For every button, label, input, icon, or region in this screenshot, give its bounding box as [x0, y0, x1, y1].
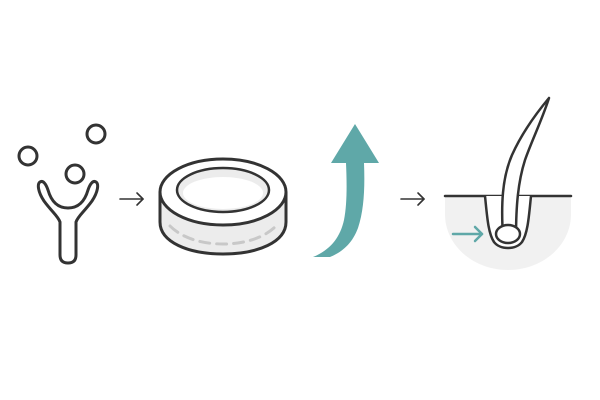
disc-inner-face: [183, 177, 263, 209]
molecule-circle: [17, 145, 39, 167]
hair-bulb: [494, 223, 522, 245]
receptor-binding-icon: [17, 123, 107, 265]
hair-follicle-icon: [443, 96, 573, 270]
disc-dashed-band: [168, 224, 278, 246]
arrow-right-icon: [400, 192, 425, 206]
tablet-disc-icon: [158, 157, 288, 256]
arrow-right-icon: [119, 192, 144, 206]
hair-strand: [500, 96, 551, 239]
curved-up-arrow-icon: [313, 124, 379, 257]
receptor-shape: [36, 180, 100, 265]
arrow-right-icon: [451, 225, 484, 243]
up-arrow-shape: [313, 124, 379, 257]
molecule-circle: [85, 123, 107, 145]
molecule-circle: [64, 163, 86, 185]
